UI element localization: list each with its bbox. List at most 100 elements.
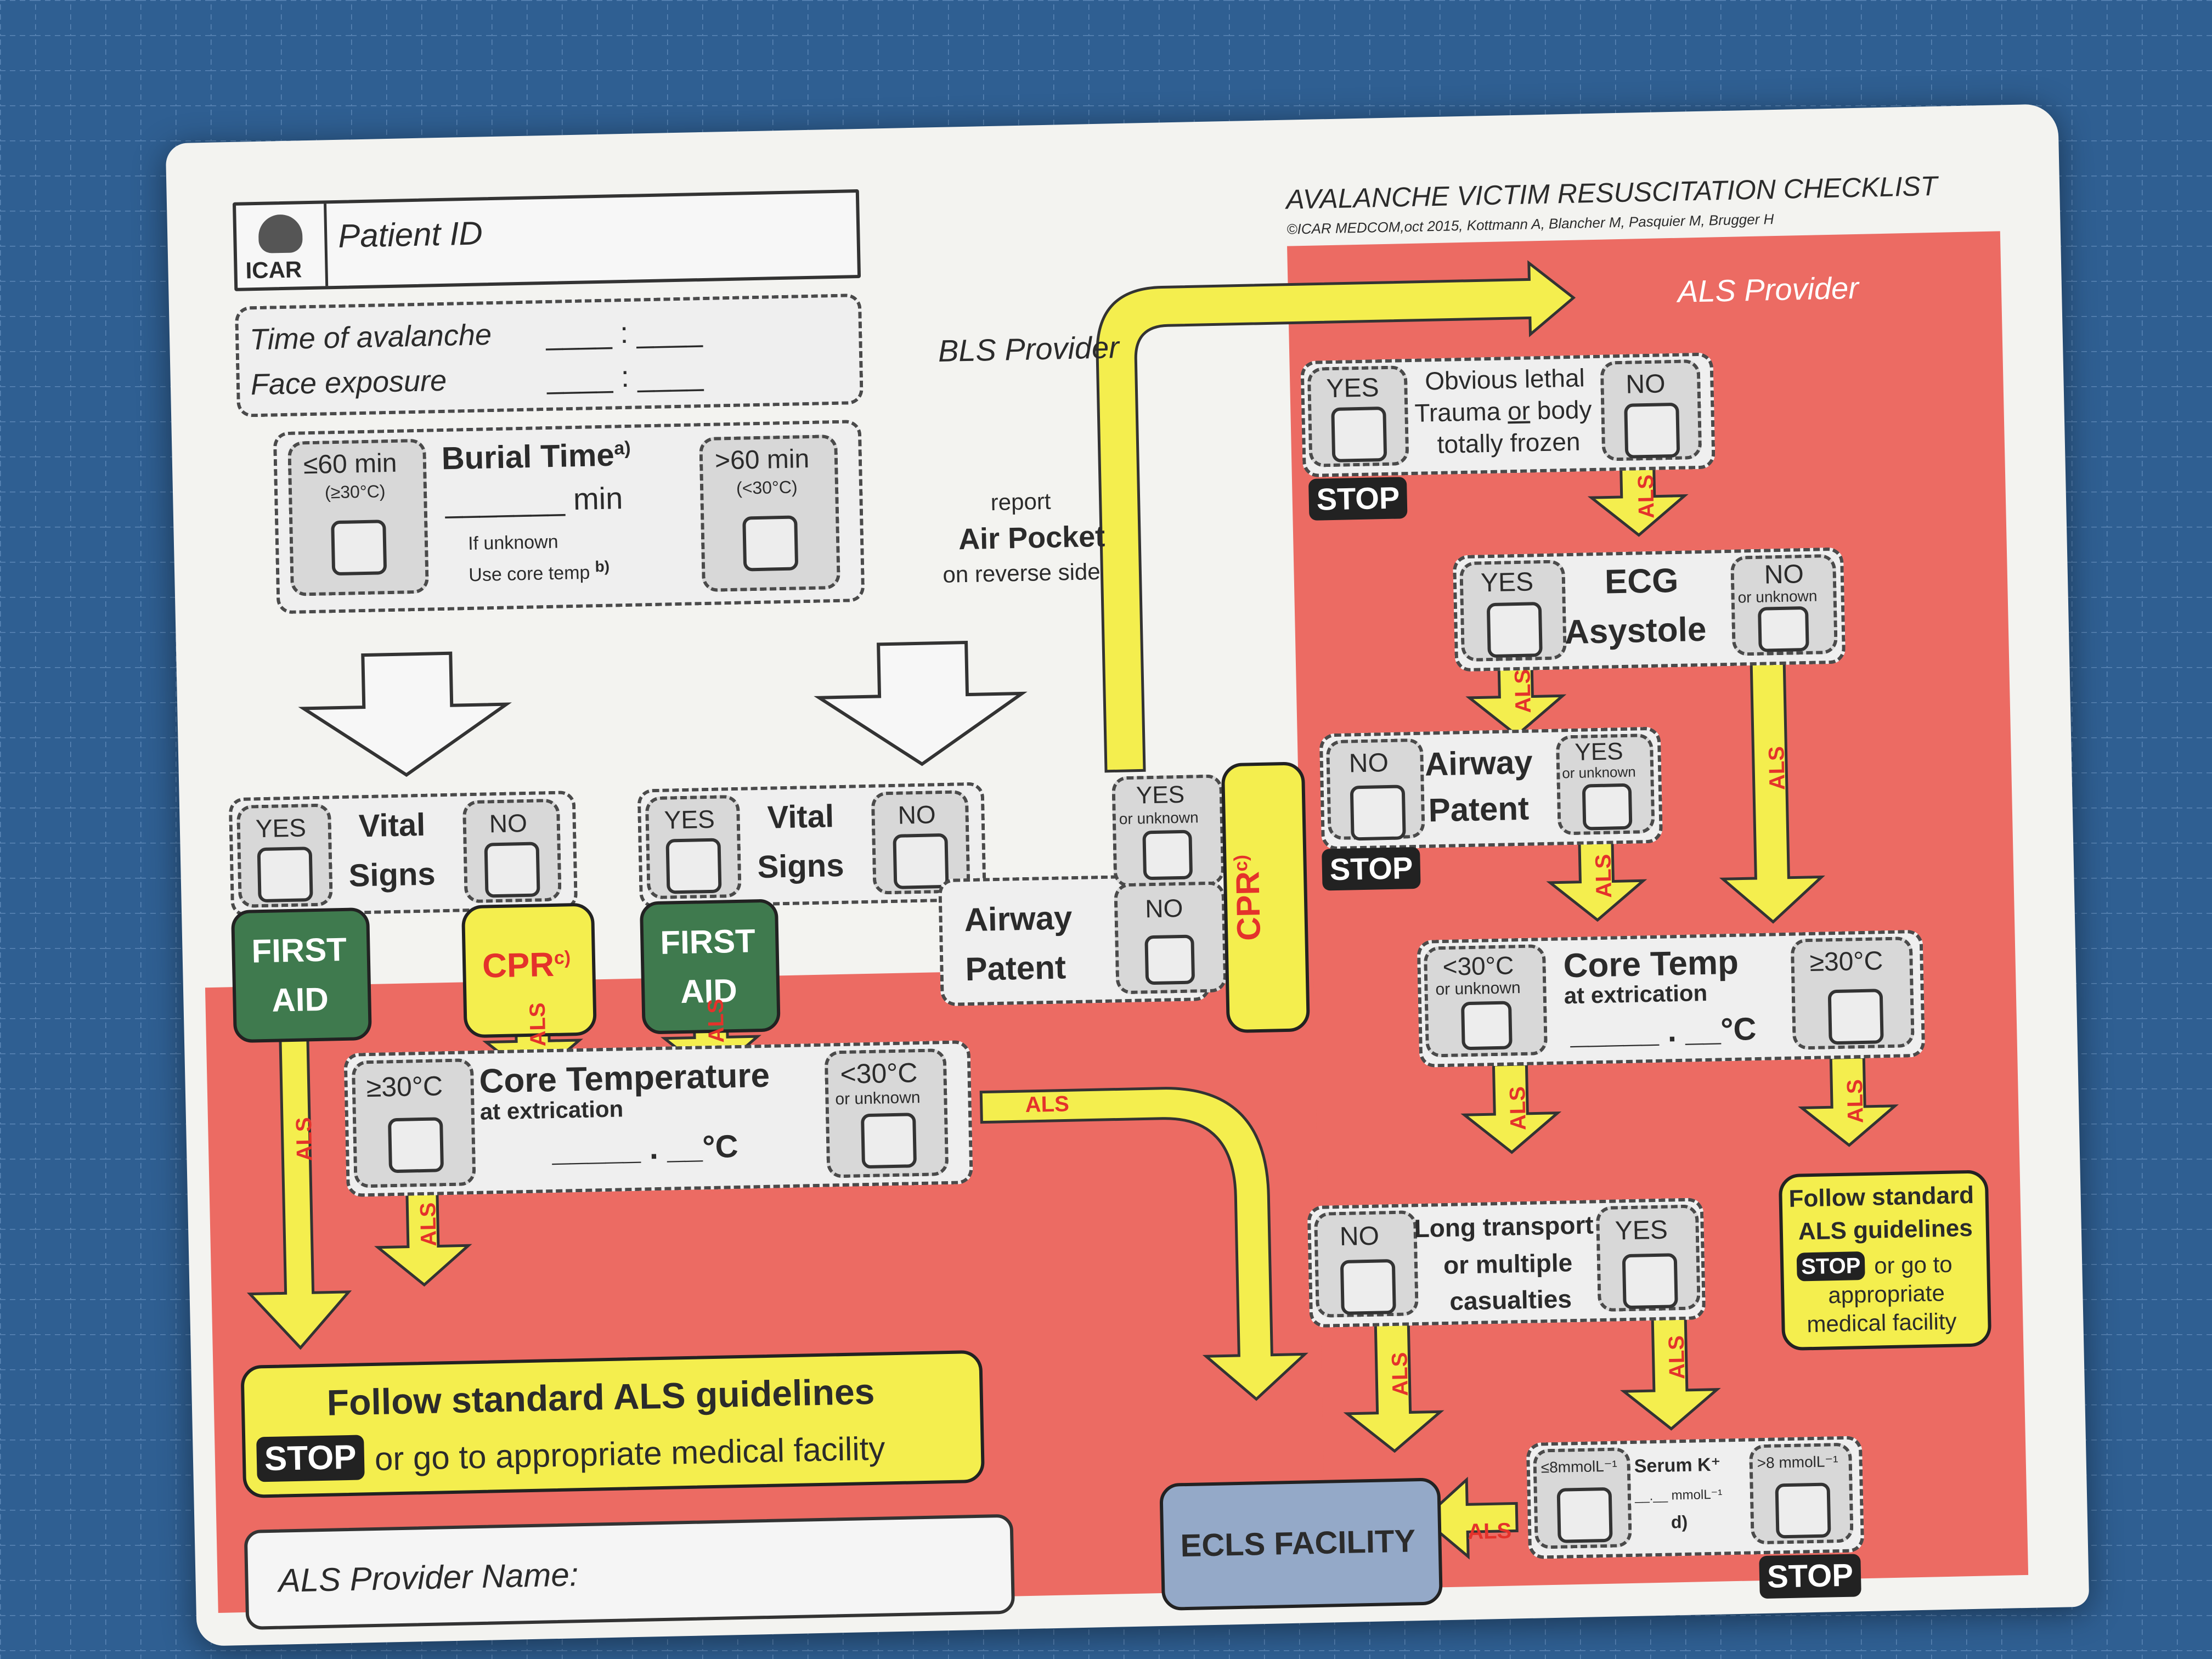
- time-of-avalanche-field[interactable]: ____ : ____: [545, 315, 703, 351]
- airway-bls-yes-sub: or unknown: [1119, 809, 1199, 828]
- vital-left-no-checkbox[interactable]: [484, 842, 540, 898]
- ecls-facility-label: ECLS FACILITY: [1180, 1523, 1416, 1564]
- core-temp-box-left: ≥30°C Core Temperature at extrication __…: [343, 1040, 973, 1197]
- als-arrow-core-lt30-right: [1460, 1063, 1562, 1154]
- ecg-no: NO or unknown: [1730, 554, 1838, 656]
- bls-provider-label: BLS Provider: [938, 330, 1120, 369]
- core-right-sub: at extrication: [1564, 979, 1708, 1009]
- burial-gt60-checkbox[interactable]: [742, 515, 799, 572]
- time-box: Time of avalanche ____ : ____ Face expos…: [234, 293, 864, 417]
- cpr-column-label: CPRc): [1229, 854, 1268, 941]
- lethal-yes-checkbox[interactable]: [1331, 406, 1387, 463]
- airway-bls-yes-checkbox[interactable]: [1142, 830, 1193, 881]
- transport-line3: casualties: [1449, 1284, 1572, 1316]
- als-label-ecg-yes: ALS: [1510, 669, 1536, 714]
- ecg-yes-checkbox[interactable]: [1486, 602, 1543, 658]
- core-left-field[interactable]: _____ . __°C: [551, 1128, 739, 1169]
- transport-no-checkbox[interactable]: [1340, 1259, 1396, 1316]
- follow-als-left-stop: STOP: [256, 1435, 365, 1482]
- als-label-serum: ALS: [1467, 1519, 1512, 1544]
- vital-right-yes-checkbox[interactable]: [665, 838, 722, 894]
- airway-als-yes-sub: or unknown: [1561, 763, 1636, 782]
- burial-time-title: Burial Timea): [441, 437, 631, 477]
- transport-line1: Long transport: [1414, 1210, 1594, 1243]
- ecg-no-label: NO: [1764, 560, 1804, 590]
- vital-right-yes: YES: [645, 794, 742, 900]
- face-exposure-label: Face exposure: [250, 364, 447, 402]
- airway-als-yes: YES or unknown: [1555, 733, 1655, 836]
- airway-bls-no-checkbox[interactable]: [1144, 934, 1195, 985]
- burial-le60-box: ≤60 min (≥30°C): [287, 438, 429, 596]
- transport-yes-label: YES: [1615, 1215, 1668, 1246]
- transport-yes-checkbox[interactable]: [1622, 1253, 1678, 1310]
- lethal-yes-label: YES: [1325, 373, 1380, 404]
- vital-left-title-2: Signs: [348, 856, 436, 894]
- follow-als-left-line2: or go to appropriate medical facility: [374, 1430, 885, 1477]
- burial-gt60-box: >60 min (<30°C): [699, 434, 840, 592]
- core-left-lt30-checkbox[interactable]: [861, 1113, 917, 1169]
- ecg-no-sub: or unknown: [1737, 587, 1818, 606]
- core-right-field[interactable]: _____ . __°C: [1570, 1011, 1757, 1051]
- core-right-lt30-checkbox[interactable]: [1460, 1001, 1513, 1051]
- core-right-lt30-label: <30°C: [1442, 951, 1514, 981]
- als-arrow-ecg-no: [1719, 635, 1825, 924]
- serum-gt8-checkbox[interactable]: [1775, 1482, 1831, 1539]
- transport-yes: YES: [1595, 1204, 1701, 1312]
- face-exposure-field[interactable]: ____ : ____: [546, 358, 704, 395]
- ecg-no-checkbox[interactable]: [1758, 606, 1809, 652]
- ecls-facility-box: ECLS FACILITY: [1159, 1477, 1443, 1611]
- lethal-no-checkbox[interactable]: [1624, 402, 1680, 459]
- vital-left-no-label: NO: [489, 808, 528, 838]
- vital-right-yes-label: YES: [664, 804, 715, 834]
- als-label-ecg-no: ALS: [1764, 746, 1790, 791]
- als-provider-name-field[interactable]: ALS Provider Name:: [244, 1514, 1015, 1630]
- als-label-core-lt30-right: ALS: [1505, 1086, 1531, 1131]
- first-aid-left-line1: FIRST: [251, 930, 347, 970]
- vital-right-no-checkbox[interactable]: [893, 833, 949, 889]
- vital-left-yes: YES: [236, 803, 333, 908]
- airway-als-no-label: NO: [1348, 748, 1389, 778]
- burial-gt60-temp: (<30°C): [736, 477, 798, 498]
- als-label-first-aid: ALS: [291, 1117, 317, 1161]
- vital-right-title-2: Signs: [757, 847, 845, 885]
- patient-id-box[interactable]: ICAR Patient ID: [232, 189, 861, 291]
- core-right-ge30-checkbox[interactable]: [1827, 989, 1884, 1045]
- serum-gt8-label: >8 mmolL⁻¹: [1757, 1453, 1838, 1472]
- ecg-box: YES ECG Asystole NO or unknown: [1452, 547, 1846, 672]
- follow-als-right-line4: appropriate: [1827, 1279, 1945, 1308]
- vital-signs-box-right: YES Vital Signs NO: [637, 782, 986, 909]
- serum-title: Serum K⁺: [1634, 1454, 1721, 1477]
- follow-als-left-line1: Follow standard ALS guidelines: [326, 1370, 876, 1423]
- core-temp-box-right: <30°C or unknown Core Temp at extricatio…: [1417, 929, 1926, 1068]
- serum-field[interactable]: __.__ mmolL⁻¹: [1634, 1487, 1723, 1504]
- icar-logo: ICAR: [236, 204, 329, 288]
- airway-box-als: NO Airway Patent YES or unknown: [1319, 726, 1663, 850]
- burial-le60-checkbox[interactable]: [331, 520, 387, 576]
- transport-line2: or multiple: [1443, 1248, 1573, 1280]
- burial-minutes-field[interactable]: _______ min: [444, 481, 623, 519]
- als-arrow-serum-le8: [1421, 1476, 1519, 1560]
- vital-left-yes-checkbox[interactable]: [257, 847, 313, 903]
- lethal-no: NO: [1600, 359, 1702, 461]
- follow-als-box-left: Follow standard ALS guidelines STOP or g…: [240, 1350, 985, 1498]
- serum-le8-checkbox[interactable]: [1556, 1487, 1613, 1543]
- core-left-ge30-label: ≥30°C: [366, 1070, 443, 1103]
- follow-als-right-line1: Follow standard: [1788, 1181, 1974, 1212]
- airway-als-yes-checkbox[interactable]: [1582, 783, 1633, 831]
- als-label-transport-yes: ALS: [1664, 1335, 1690, 1380]
- cpr-left-label: CPRc): [482, 945, 571, 985]
- als-arrow-core-ge30-right: [1798, 1056, 1899, 1147]
- air-pocket-title: Air Pocket: [958, 520, 1105, 556]
- air-pocket-note: on reverse side: [942, 558, 1101, 588]
- ecg-yes: YES: [1459, 560, 1567, 662]
- core-right-lt30: <30°C or unknown: [1423, 944, 1548, 1058]
- transport-box: NO Long transport or multiple casualties…: [1307, 1198, 1706, 1328]
- als-arrow-airway-yes: [1546, 836, 1647, 922]
- core-left-ge30-checkbox[interactable]: [387, 1117, 444, 1173]
- burial-time-box: ≤60 min (≥30°C) Burial Timea) _______ mi…: [273, 419, 865, 614]
- vital-left-no: NO: [462, 798, 562, 904]
- core-right-ge30-label: ≥30°C: [1809, 946, 1883, 977]
- airway-bls-yes: YES or unknown: [1111, 774, 1225, 888]
- airway-als-no-checkbox[interactable]: [1350, 785, 1406, 841]
- lethal-no-label: NO: [1625, 369, 1666, 399]
